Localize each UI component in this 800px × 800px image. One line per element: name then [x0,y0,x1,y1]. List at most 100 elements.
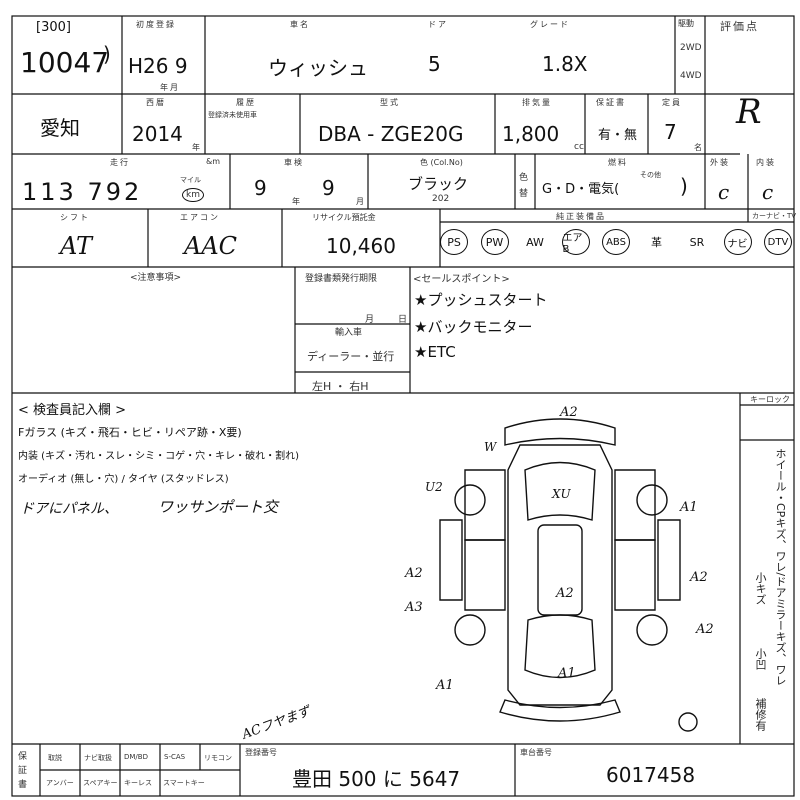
side-small-scratch: 小キズ [754,572,767,605]
fuel-close: ) [680,174,688,198]
lot-suffix: ) [103,42,111,66]
mileage-value: 113 792 [22,178,143,206]
color-value: ブラック [408,175,469,193]
shift-value: AT [60,232,93,260]
footer-equip-4: S-CAS [164,753,186,761]
displacement-unit: cc [574,142,584,152]
capacity-label: 定員 [662,98,682,107]
region: 愛知 [40,116,80,140]
capacity-unit: 名 [694,143,704,152]
ac-label: エアコン [180,213,220,222]
mark-roof: A2 [556,586,574,601]
year-label: 西暦 [146,98,166,107]
footer-equip-2: ナビ取扱 [84,754,112,762]
keylock-label: キーロック [750,395,790,404]
mileage-unit-top: マイル [180,176,201,184]
mark-right-quarter: A2 [696,622,714,637]
inspector-line-3: オーディオ (無し・穴) / タイヤ (スタッドレス) [18,474,229,485]
mark-left-front-door: A2 [405,566,423,581]
caution-label: <注意事項> [130,273,182,283]
footer-equip-7: スペアキー [83,779,118,787]
footer-equip-9: スマートキー [163,779,205,787]
year-value: 2014 [132,122,183,146]
mark-left-fender: U2 [425,480,443,494]
fuel-other-label: その他 [640,171,661,179]
footer-side-label: 保証書 [18,752,28,790]
plate-label: 登録番号 [245,748,277,757]
model-label: 型式 [380,98,400,107]
first-reg-unit: 年月 [160,83,180,92]
equipment-dtv: DTV [764,229,792,255]
handle-value: 左H ・ 右H [312,380,369,393]
car-name-label: 車名 [290,20,310,29]
displacement-value: 1,800 [502,122,560,146]
equipment-label: 純正装備品 [556,212,606,221]
footer-equip-6: アンバー [46,779,74,787]
mark-left-rear-door: A3 [405,600,423,615]
inspector-line-2: 内装 (キズ・汚れ・スレ・シミ・コゲ・穴・キレ・破れ・割れ) [18,451,299,462]
mark-rear: A1 [558,666,576,681]
equipment-sr: SR [689,235,705,249]
displacement-label: 排気量 [522,98,552,107]
import-value: ディーラー・並行 [307,350,395,363]
inspection-year-unit: 年 [292,197,302,206]
mileage-label: 走行 [110,158,130,167]
score-value: R [736,92,762,132]
footer-equip-5: リモコン [204,754,232,762]
import-label: 輸入車 [335,328,363,338]
equipment-abs: ABS [602,229,630,255]
doors-label: ドア [428,20,448,29]
regdoc-label: 登録書類発行期限 [305,274,378,284]
mark-right-door: A2 [690,570,708,585]
mark-windshield: W [484,440,497,454]
side-small-dent: 小凹 [754,648,767,670]
footer-equip-3: DM/BD [124,753,148,761]
model-value: DBA - ZGE20G [318,122,464,146]
auction-id-box: [300] [36,20,71,35]
equipment-list: PS PW AW エアB ABS 革 SR ナビ DTV [440,229,792,255]
equipment-aw: AW [526,235,544,249]
equipment-extra-label: カーナビ・TV [752,212,797,220]
sales-label: <セールスポイント> [413,274,510,285]
fuel-value: G・D・電気( [542,182,620,197]
car-diagram-lines [439,418,698,732]
interior-value: c [762,180,774,204]
equipment-ps: PS [440,229,468,255]
side-repair: 補修有 [754,698,767,731]
mark-right-fender: A1 [680,500,698,515]
handwritten-note-1: ドアにパネル、 [20,501,118,517]
footer-equip-1: 取説 [48,754,62,762]
sales-point-1: ★プッシュスタート [414,291,548,309]
interior-label: 内装 [756,158,776,167]
shift-label: シフト [60,213,90,222]
side-text: ホイール・CPキズ、ワレ/ドアミラーキズ、ワレ [774,448,787,687]
equipment-leather: 革 [651,236,662,249]
color-number: 202 [432,194,450,204]
year-unit: 年 [192,143,202,152]
warranty-value: 有・無 [598,128,638,143]
first-reg-value: H26 9 [128,54,188,78]
inspector-line-1: Fガラス (キズ・飛石・ヒビ・リペア跡・X要) [18,426,242,439]
inspector-title: < 検査員記入欄 > [18,403,127,418]
grade-label: グレード [530,20,570,29]
mark-left-quarter: A1 [436,678,454,693]
sales-point-3: ★ETC [414,343,456,361]
first-reg-label: 初度登録 [136,20,176,29]
equipment-pw: PW [480,229,509,255]
footer-equip-8: キーレス [124,779,152,787]
history-note: 登録済未使用車 [208,111,257,119]
exterior-label: 外装 [710,158,730,167]
scale-mark: &m [206,157,221,166]
car-name: ウィッシュ [268,56,368,80]
mark-hood: XU [552,487,571,501]
fuel-label: 燃料 [608,158,628,167]
inspection-month-unit: 月 [356,197,366,206]
inspection-label: 車検 [284,158,304,167]
chassis-value: 6017458 [606,763,696,787]
warranty-label: 保証書 [596,98,626,107]
ac-value: AAC [184,232,238,260]
mark-front-bumper: A2 [560,405,578,420]
inspection-month: 9 [322,176,335,200]
